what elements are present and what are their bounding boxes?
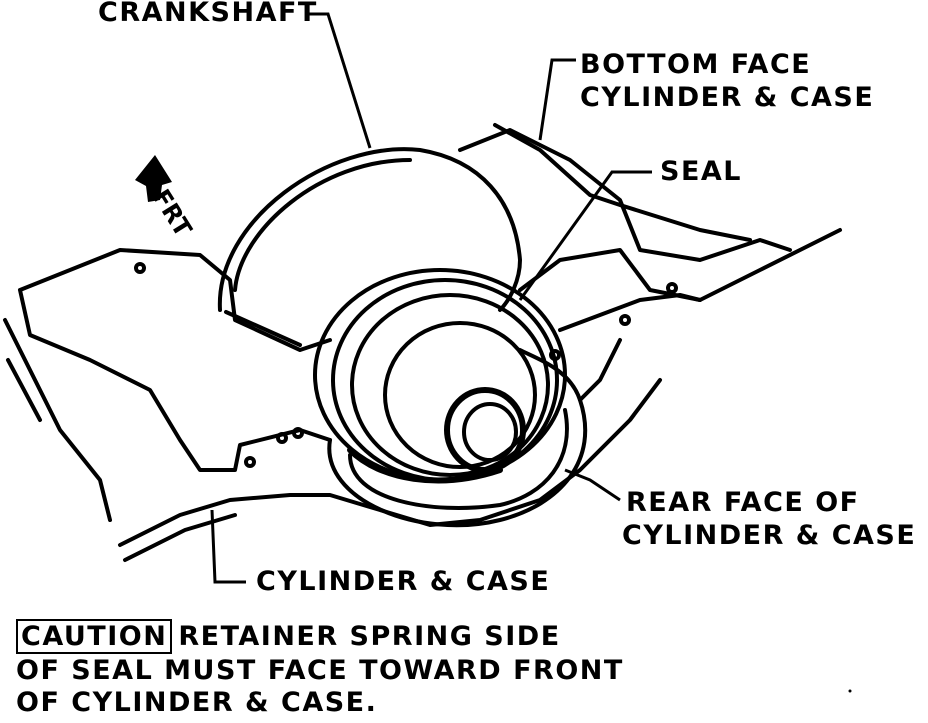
label-cylinder-case: CYLINDER & CASE: [256, 566, 551, 597]
case-bottom-edge-2: [123, 513, 237, 562]
bolt-hole: [666, 282, 678, 294]
caution-text-line2: OF SEAL MUST FACE TOWARD FRONT: [16, 655, 624, 686]
case-right-flange: [458, 128, 842, 302]
crankshaft-pilot: [444, 387, 526, 473]
bolt-hole: [549, 349, 561, 361]
case-outline: [18, 248, 332, 472]
leader-crankshaft: [306, 12, 372, 149]
caution-tag: CAUTION: [16, 619, 173, 654]
scan-speck: [848, 689, 852, 693]
seal-lip: [350, 293, 550, 477]
bolt-hole: [292, 427, 304, 439]
label-rear-face-line1: REAR FACE OF: [626, 487, 860, 518]
leader-rear-face: [564, 468, 621, 502]
seal-spring: [347, 447, 503, 484]
label-crankshaft: CRANKSHAFT: [98, 0, 318, 28]
leader-cylinder-case: [210, 509, 246, 584]
case-top-edge: [493, 123, 752, 242]
bolt-hole: [276, 432, 288, 444]
label-bottom-face-line2: CYLINDER & CASE: [580, 82, 875, 113]
bolt-hole: [619, 314, 631, 326]
case-right-lower: [558, 293, 702, 402]
label-bottom-face-line1: BOTTOM FACE: [580, 49, 812, 80]
seal-face: [383, 321, 537, 469]
leader-bottom-face: [538, 58, 576, 141]
caution-text-line3: OF CYLINDER & CASE.: [16, 687, 378, 718]
bolt-hole: [244, 456, 256, 468]
seal-outer-ring: [331, 278, 559, 482]
leader-seal: [518, 170, 652, 301]
label-rear-face-line2: CYLINDER & CASE: [622, 520, 917, 551]
case-left-flange: [3, 318, 112, 522]
crankshaft-counterweight-edge: [224, 158, 412, 347]
crankshaft-pilot-inner: [462, 402, 518, 462]
crankshaft-counterweight: [217, 147, 522, 312]
bolt-hole: [134, 262, 146, 274]
caution-text-line1: RETAINER SPRING SIDE: [178, 621, 561, 652]
bearing-bore-inner: [348, 408, 569, 510]
front-arrow-icon: FRT: [135, 155, 198, 242]
label-seal: SEAL: [660, 156, 742, 187]
